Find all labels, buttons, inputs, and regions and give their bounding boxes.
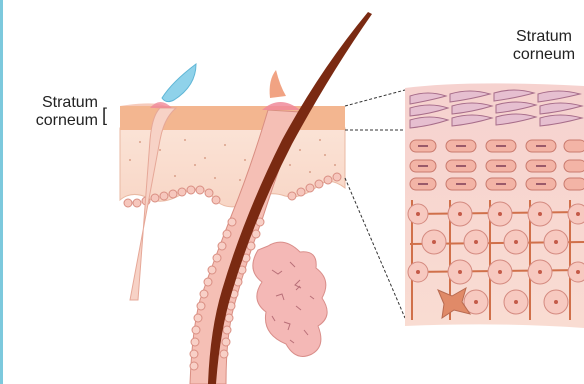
magnified-view (405, 83, 584, 328)
label-left-line1: Stratum (18, 94, 98, 112)
flat-corneocytes (410, 90, 582, 128)
skin-cross-section (120, 12, 372, 384)
sebum-drop-icon (270, 70, 286, 98)
label-right-line1: Stratum (496, 28, 584, 46)
label-left-bracket: [ (102, 106, 107, 124)
sweat-pore (150, 102, 172, 108)
zoom-guide-lines (345, 90, 405, 318)
stratum-corneum-label-left: Stratum corneum [ (18, 94, 98, 130)
label-left-line2: corneum (18, 112, 98, 130)
sebaceous-gland (253, 242, 327, 356)
label-right-line2: corneum (496, 46, 584, 64)
stratum-corneum-label-right: Stratum corneum (496, 28, 584, 64)
sweat-drop-icon (162, 64, 196, 102)
